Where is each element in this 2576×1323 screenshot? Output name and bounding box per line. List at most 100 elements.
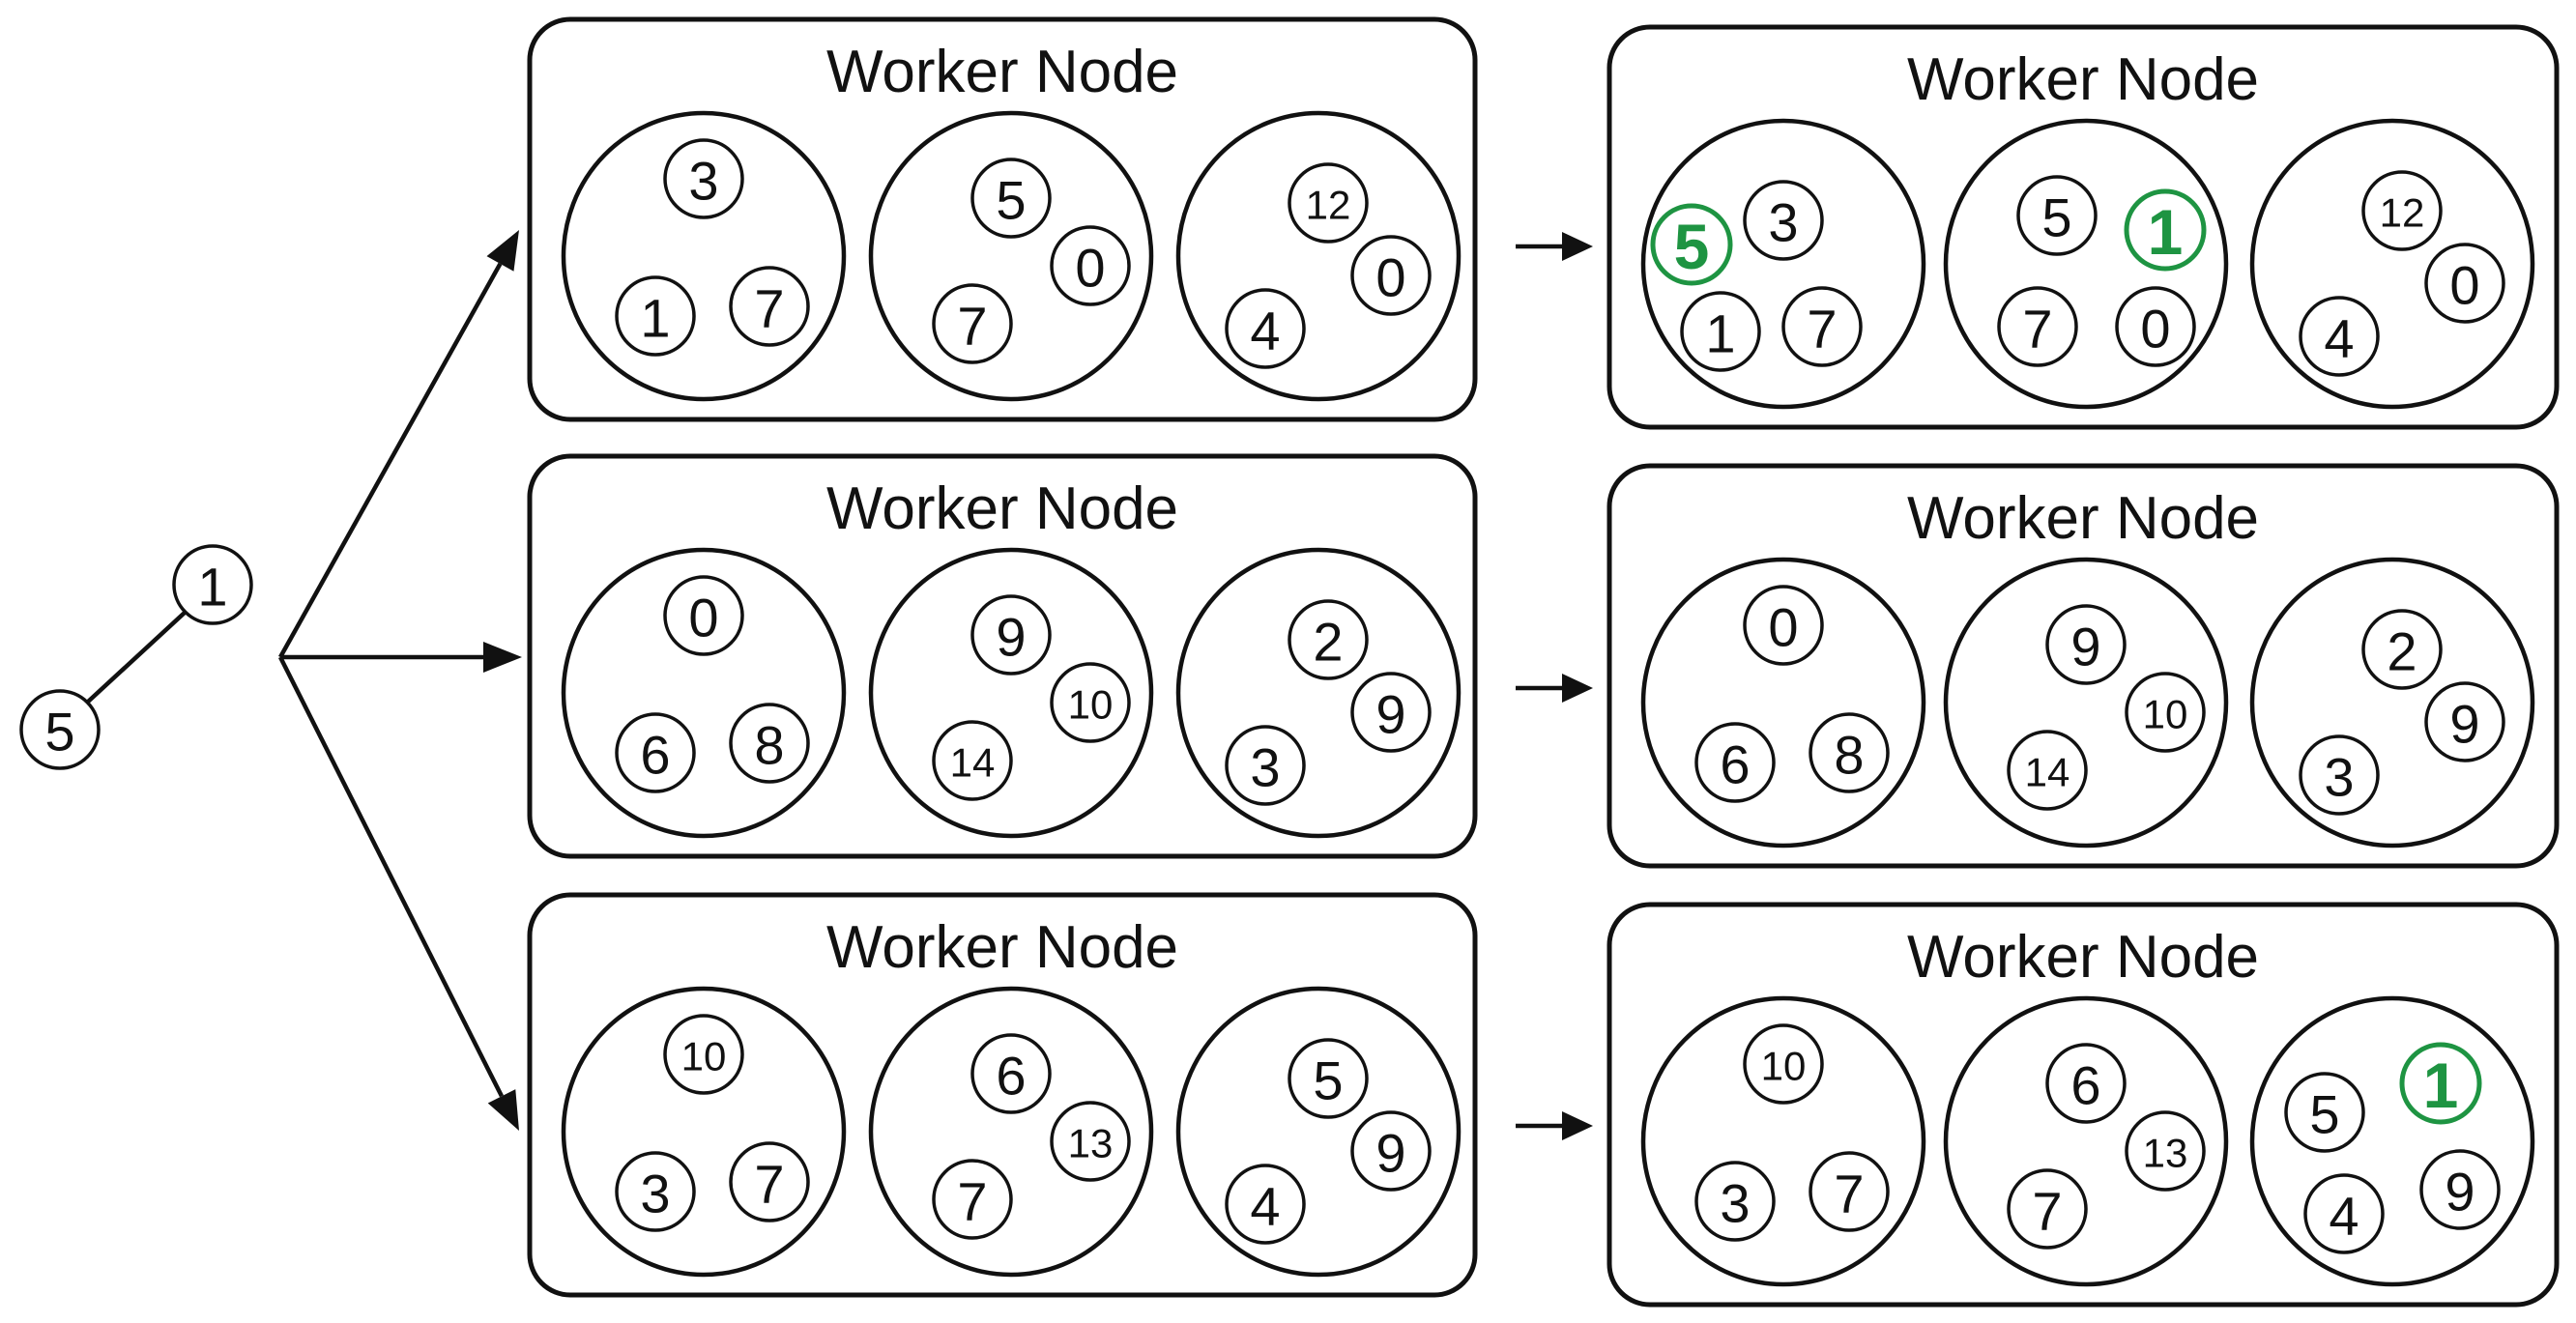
graph-node xyxy=(1225,1164,1306,1245)
graph-node-label: 12 xyxy=(1306,183,1351,228)
graph-node-label: 0 xyxy=(1075,238,1105,299)
graph-node-highlighted xyxy=(2399,1042,2482,1125)
after-worker-node-title: Worker Node xyxy=(1907,924,2259,991)
graph-node-label: 9 xyxy=(1375,1123,1405,1184)
graph-node-label: 3 xyxy=(2324,747,2354,808)
after-worker-node-title: Worker Node xyxy=(1907,46,2259,113)
graph-node xyxy=(1050,1101,1131,1182)
graph-node-label: 13 xyxy=(1068,1121,1114,1166)
graph-node xyxy=(615,1151,696,1232)
dispatch-arrow-middle-head xyxy=(483,642,522,673)
query-node-1-label: 1 xyxy=(197,557,227,618)
graph-node xyxy=(932,1159,1013,1240)
after-worker-node-title: Worker Node xyxy=(1907,485,2259,552)
graph-node xyxy=(2045,1043,2127,1124)
query-node-5-label: 5 xyxy=(44,702,74,762)
graph-node xyxy=(1225,725,1306,806)
graph-node-label: 5 xyxy=(1313,1050,1343,1111)
transition-arrow-1-head xyxy=(1562,232,1593,261)
graph-node-label: 7 xyxy=(754,278,784,339)
graph-node-label: 7 xyxy=(754,1154,784,1215)
graph-node xyxy=(970,1033,1052,1114)
graph-node xyxy=(1694,722,1776,803)
graph-node-label: 7 xyxy=(957,1171,987,1232)
graph-node-label: 14 xyxy=(950,740,996,786)
query-edge xyxy=(85,610,188,705)
graph-node-label: 6 xyxy=(640,725,670,786)
graph-node-label: 12 xyxy=(2380,190,2425,236)
graph-node-label: 10 xyxy=(1068,682,1114,728)
graph-node-label: 8 xyxy=(1834,725,1864,786)
graph-node xyxy=(2424,243,2505,324)
graph-node-label: 6 xyxy=(1720,734,1750,795)
graph-node xyxy=(1225,288,1306,369)
graph-node-label: 5 xyxy=(2041,187,2071,248)
graph-node-label: 6 xyxy=(2070,1055,2100,1116)
graph-node xyxy=(932,283,1013,364)
graph-node xyxy=(1350,672,1432,753)
graph-node xyxy=(2299,296,2380,377)
graph-node-label: 10 xyxy=(1761,1044,1807,1089)
graph-node xyxy=(615,275,696,357)
graph-node-label: 3 xyxy=(688,151,718,212)
graph-node xyxy=(2125,672,2206,753)
graph-node-label: 8 xyxy=(754,715,784,776)
graph-node xyxy=(2115,286,2196,367)
graph-node xyxy=(970,594,1052,676)
graph-node-label: 7 xyxy=(1834,1164,1864,1224)
dispatch-arrow-top-head xyxy=(486,230,519,272)
graph-node xyxy=(663,1014,744,1095)
transition-arrow-3-head xyxy=(1562,1111,1593,1140)
graph-node-label: 14 xyxy=(2025,750,2070,795)
graph-node-label: 3 xyxy=(640,1164,670,1224)
graph-node-label: 9 xyxy=(2449,694,2479,755)
graph-node xyxy=(663,575,744,656)
graph-node-label: 9 xyxy=(2070,617,2100,677)
graph-node-label: 0 xyxy=(2449,255,2479,316)
graph-node-label: 4 xyxy=(1250,301,1280,361)
graph-node xyxy=(2007,730,2088,811)
graph-node xyxy=(1288,599,1369,680)
graph-node-label: 3 xyxy=(1720,1173,1750,1234)
graph-node xyxy=(1288,162,1369,244)
dispatch-arrow-bottom-shaft xyxy=(277,655,505,1098)
graph-node xyxy=(2125,1110,2206,1192)
graph-node-label: 4 xyxy=(2324,308,2354,369)
graph-node xyxy=(1694,1161,1776,1242)
graph-node xyxy=(1743,585,1824,666)
graph-node-label: 1 xyxy=(1705,303,1735,364)
graph-node-label: 0 xyxy=(688,588,718,648)
graph-node-label: 0 xyxy=(1768,597,1798,658)
graph-node xyxy=(1743,1023,1824,1105)
graph-node-label: 10 xyxy=(681,1034,727,1079)
graph-node-label: 2 xyxy=(2387,621,2417,682)
graph-node-label: 4 xyxy=(1250,1176,1280,1237)
graph-node xyxy=(1809,712,1890,793)
before-worker-node-title: Worker Node xyxy=(826,39,1178,105)
graph-node-label: 0 xyxy=(2140,299,2170,360)
graph-node-label: 9 xyxy=(996,607,1026,668)
graph-node xyxy=(2361,609,2443,690)
graph-node xyxy=(1288,1038,1369,1119)
graph-node xyxy=(1781,286,1863,367)
graph-node-label: 5 xyxy=(2309,1084,2339,1145)
graph-node-label: 5 xyxy=(996,170,1026,231)
query-node-5 xyxy=(19,689,101,770)
graph-node xyxy=(615,712,696,793)
graph-node xyxy=(1050,662,1131,743)
graph-node xyxy=(1680,291,1761,372)
before-worker-node-title: Worker Node xyxy=(826,475,1178,542)
transition-arrow-2-head xyxy=(1562,674,1593,703)
after-partition-3-3 xyxy=(2249,995,2535,1287)
query-node-1 xyxy=(172,544,253,625)
graph-node-label: 7 xyxy=(957,296,987,357)
graph-node xyxy=(1743,180,1824,261)
graph-node-label: 13 xyxy=(2143,1131,2188,1176)
graph-node xyxy=(1050,225,1131,306)
graph-node xyxy=(932,720,1013,801)
graph-node-label: 5 xyxy=(1674,211,1710,282)
graph-node xyxy=(729,703,810,784)
graph-node xyxy=(2007,1168,2088,1250)
graph-node xyxy=(2299,734,2380,816)
